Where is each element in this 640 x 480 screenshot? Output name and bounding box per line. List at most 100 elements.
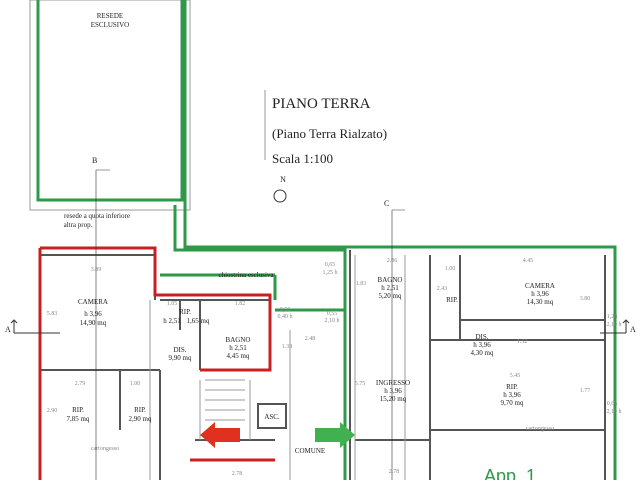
svg-text:0,65: 0,65 <box>325 262 336 268</box>
svg-text:2.43: 2.43 <box>437 286 448 292</box>
svg-text:h 3,96: h 3,96 <box>473 341 491 349</box>
svg-text:1,65 mq: 1,65 mq <box>187 317 210 325</box>
area-label: COMUNE <box>295 447 325 455</box>
apartment-label: App. 1 <box>484 466 536 480</box>
svg-text:2,10 h: 2,10 h <box>607 409 622 415</box>
cartongesso-note: cartongesso <box>91 446 119 452</box>
svg-text:1.77: 1.77 <box>580 388 591 394</box>
room-ingresso: INGRESSO h 3,96 15,20 mq <box>376 379 410 403</box>
room-camera-right: CAMERA h 3,96 14,30 mq <box>525 282 555 306</box>
red-boundary <box>38 246 275 480</box>
plan-title: PIANO TERRA <box>272 96 371 112</box>
svg-text:2.48: 2.48 <box>305 336 316 342</box>
room-bagno-right: BAGNO h 2,51 5,20 mq <box>378 276 403 300</box>
section-mark-a-left: A <box>5 319 60 334</box>
room-dis-left: DIS. 9,90 mq <box>169 346 192 362</box>
svg-text:0,50: 0,50 <box>280 307 291 313</box>
walls <box>29 0 606 480</box>
svg-text:1.83: 1.83 <box>356 281 367 287</box>
svg-text:RIP.: RIP. <box>179 308 191 316</box>
room-dis-right: DIS. h 3,96 4,30 mq <box>471 333 494 357</box>
svg-text:14,30 mq: 14,30 mq <box>527 298 554 306</box>
green-boundary <box>36 0 617 480</box>
svg-text:1.00: 1.00 <box>130 381 141 387</box>
dimension-labels: 3.89 5.83 1.05 1.82 2.79 1.00 2.90 2.48 … <box>47 258 622 477</box>
area-label: altra prop. <box>64 221 93 229</box>
cartongesso-note: cartongesso <box>526 426 554 432</box>
svg-text:h 2,51: h 2,51 <box>163 317 181 325</box>
area-label: ESCLUSIVO <box>91 21 130 29</box>
svg-text:0,55: 0,55 <box>327 311 338 317</box>
svg-text:h 3,96: h 3,96 <box>531 290 549 298</box>
area-label: ASC. <box>264 413 280 421</box>
room-rip-right: RIP. h 3,96 9,70 mq <box>501 383 524 407</box>
svg-text:C: C <box>384 199 389 208</box>
svg-text:1.00: 1.00 <box>445 266 456 272</box>
svg-text:1.38: 1.38 <box>282 344 293 350</box>
svg-text:5.75: 5.75 <box>355 381 366 387</box>
svg-text:h 3,96: h 3,96 <box>503 391 521 399</box>
svg-text:2.78: 2.78 <box>389 469 400 475</box>
svg-text:9,70 mq: 9,70 mq <box>501 399 524 407</box>
room-bagno-left: BAGNO h 2,51 4,45 mq <box>226 336 251 360</box>
red-arrow-icon <box>200 422 240 448</box>
svg-text:1.82: 1.82 <box>235 301 246 307</box>
svg-text:RIP.: RIP. <box>72 406 84 414</box>
plan-subtitle: (Piano Terra Rialzato) <box>272 126 387 141</box>
svg-text:5,20 mq: 5,20 mq <box>379 292 402 300</box>
svg-text:4.45: 4.45 <box>523 258 534 264</box>
svg-text:BAGNO: BAGNO <box>226 336 251 344</box>
svg-text:RIP.: RIP. <box>134 406 146 414</box>
plan-scale: Scala 1:100 <box>272 151 333 166</box>
svg-text:2,90 mq: 2,90 mq <box>129 415 152 423</box>
room-rip-right-small: RIP. <box>446 296 458 304</box>
room-rip-small: RIP. h 2,51 1,65 mq <box>163 308 210 325</box>
svg-text:BAGNO: BAGNO <box>378 276 403 284</box>
svg-text:h 3,96: h 3,96 <box>84 310 102 318</box>
section-mark-b: B <box>92 156 110 480</box>
area-label: resede a quota inferiore <box>64 212 130 220</box>
svg-text:DIS.: DIS. <box>475 333 488 341</box>
svg-text:4,30 mq: 4,30 mq <box>471 349 494 357</box>
svg-text:15,20 mq: 15,20 mq <box>380 395 407 403</box>
svg-text:h 2,51: h 2,51 <box>229 344 247 352</box>
green-arrow-icon <box>315 422 355 448</box>
room-camera-left: CAMERA h 3,96 14,90 mq <box>78 298 108 327</box>
svg-text:14,90 mq: 14,90 mq <box>80 319 107 327</box>
svg-text:2.78: 2.78 <box>232 471 243 477</box>
svg-text:0,40 h: 0,40 h <box>278 314 293 320</box>
svg-text:9,90 mq: 9,90 mq <box>169 354 192 362</box>
section-mark-a-right: A <box>600 319 636 334</box>
svg-text:1.05: 1.05 <box>167 301 178 307</box>
svg-text:5.45: 5.45 <box>510 373 521 379</box>
svg-text:RIP.: RIP. <box>446 296 458 304</box>
svg-text:CAMERA: CAMERA <box>525 282 555 290</box>
svg-text:7,85 mq: 7,85 mq <box>67 415 90 423</box>
svg-text:CAMERA: CAMERA <box>78 298 108 306</box>
svg-text:A: A <box>630 325 636 334</box>
svg-text:A: A <box>5 325 11 334</box>
svg-text:RIP.: RIP. <box>506 383 518 391</box>
svg-text:h 3,96: h 3,96 <box>384 387 402 395</box>
svg-text:1.32: 1.32 <box>517 339 528 345</box>
svg-text:1,25 h: 1,25 h <box>323 270 338 276</box>
elevator-shaft <box>257 403 287 429</box>
area-label: chiostrina esclusiva <box>218 271 274 279</box>
svg-text:1,28: 1,28 <box>607 314 618 320</box>
svg-text:0,65: 0,65 <box>607 401 618 407</box>
north-label: N <box>280 175 286 184</box>
room-rip-2: RIP. 2,90 mq <box>129 406 152 423</box>
svg-text:3.80: 3.80 <box>580 296 591 302</box>
north-icon <box>273 189 287 203</box>
area-label: RESEDE <box>97 12 123 20</box>
svg-text:2,10 h: 2,10 h <box>607 322 622 328</box>
svg-text:2.79: 2.79 <box>75 381 86 387</box>
svg-text:4,45 mq: 4,45 mq <box>227 352 250 360</box>
svg-text:5.83: 5.83 <box>47 311 58 317</box>
svg-text:h 2,51: h 2,51 <box>381 284 399 292</box>
svg-text:B: B <box>92 156 97 165</box>
svg-text:2.90: 2.90 <box>47 408 58 414</box>
room-rip-1: RIP. 7,85 mq <box>67 406 90 423</box>
svg-text:INGRESSO: INGRESSO <box>376 379 410 387</box>
